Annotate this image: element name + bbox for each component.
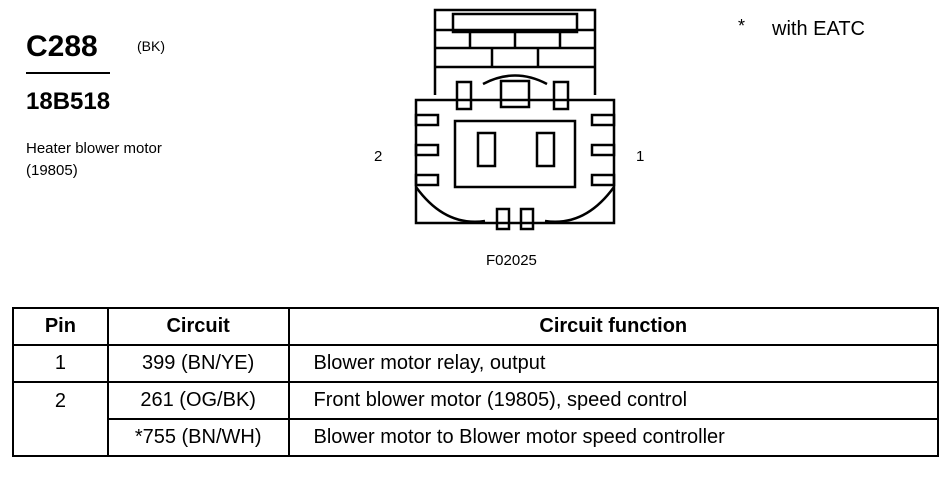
- function-cell: Blower motor relay, output: [287, 344, 940, 383]
- pin-2-label: 2: [374, 148, 383, 165]
- function-cell: Blower motor to Blower motor speed contr…: [287, 418, 940, 457]
- connector-id-underline: [26, 72, 110, 74]
- side-rib: [414, 143, 440, 157]
- terminal-cavity-pin-1: [535, 131, 556, 168]
- side-rib: [414, 173, 440, 187]
- part-number: 18B518: [26, 88, 111, 115]
- latch-tab: [451, 12, 579, 34]
- table-header-row: Pin Circuit Circuit function: [12, 307, 940, 346]
- connector-body: [414, 98, 616, 225]
- connector-color: (BK): [137, 38, 165, 54]
- connector-description-part: (19805): [26, 162, 78, 179]
- side-rib: [590, 113, 616, 127]
- table-row: 2 261 (OG/BK) Front blower motor (19805)…: [12, 381, 940, 420]
- circuit-cell: *755 (BN/WH): [106, 418, 290, 457]
- pin-cell: 1: [12, 344, 109, 383]
- connector-description: Heater blower motor: [26, 140, 162, 157]
- bottom-key: [495, 207, 511, 231]
- header-circuit-function: Circuit function: [287, 307, 940, 346]
- bottom-key: [519, 207, 535, 231]
- pin-cell: 2: [12, 381, 109, 419]
- function-cell: Front blower motor (19805), speed contro…: [287, 381, 940, 420]
- circuit-cell: 399 (BN/YE): [106, 344, 290, 383]
- header-circuit: Circuit: [106, 307, 290, 346]
- bottom-lobe: [414, 186, 486, 223]
- table-row: 1 399 (BN/YE) Blower motor relay, output: [12, 344, 940, 383]
- side-rib: [590, 173, 616, 187]
- terminal-cavity-pin-2: [476, 131, 497, 168]
- bottom-lobe: [544, 186, 616, 223]
- pin-1-label: 1: [636, 148, 645, 165]
- side-rib: [590, 143, 616, 157]
- terminal-cavity: [455, 80, 473, 111]
- footnote-text: with EATC: [772, 18, 865, 40]
- connector-face: [453, 119, 577, 189]
- figure-code: F02025: [486, 252, 537, 269]
- pin-cell: [12, 419, 109, 457]
- side-rib: [414, 113, 440, 127]
- header-pin: Pin: [12, 307, 109, 346]
- pinout-table: Pin Circuit Circuit function 1 399 (BN/Y…: [12, 307, 940, 457]
- connector-face-diagram: [414, 8, 616, 231]
- connector-id: C288: [26, 30, 98, 63]
- connector-latch-housing: [433, 8, 597, 95]
- terminal-cavity: [499, 79, 531, 109]
- terminal-cavity: [552, 80, 570, 111]
- table-row: *755 (BN/WH) Blower motor to Blower moto…: [12, 418, 940, 457]
- footnote-mark: *: [738, 16, 746, 36]
- circuit-cell: 261 (OG/BK): [106, 381, 290, 420]
